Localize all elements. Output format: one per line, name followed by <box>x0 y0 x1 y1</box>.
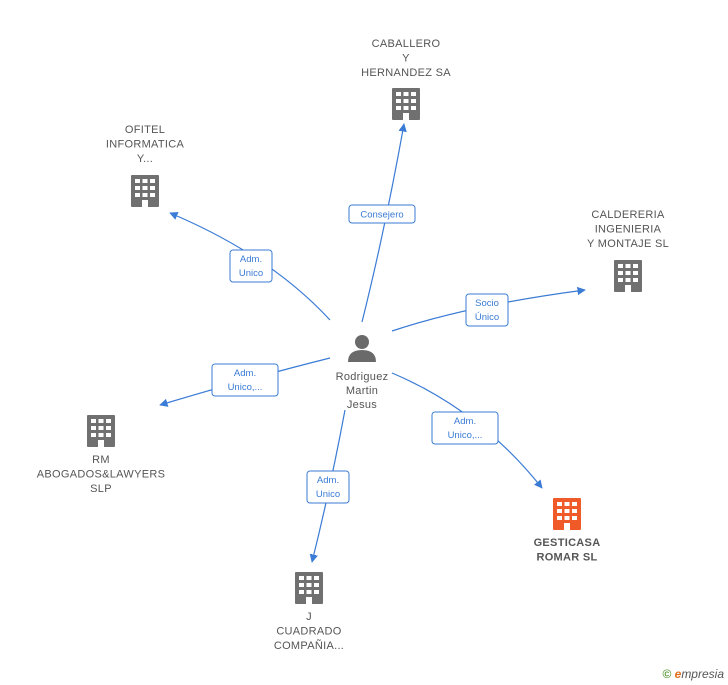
building-icon <box>553 498 581 530</box>
edge-label-ofitel[interactable]: Adm. Unico <box>229 249 273 283</box>
building-icon <box>131 175 159 207</box>
center-person-name: Rodriguez <box>336 371 389 383</box>
company-name-line: ROMAR SL <box>536 552 597 564</box>
edge-label-gesticasa[interactable]: Adm. Unico,... <box>431 411 499 445</box>
building-icon <box>392 88 420 120</box>
company-node-jcuadrado[interactable]: J CUADRADOCOMPAÑIA... <box>274 572 344 652</box>
copyright-icon: © <box>662 667 672 681</box>
edge-label-box <box>306 470 350 504</box>
company-node-caldereria[interactable]: CALDERERIA INGENIERIA Y MONTAJE SL <box>587 209 669 292</box>
company-node-rm[interactable]: RM ABOGADOS&LAWYERS SLP <box>37 415 165 495</box>
edge-label-box <box>431 411 499 445</box>
company-name-line: CABALLERO <box>372 38 441 50</box>
person-icon <box>348 335 376 362</box>
company-name-line: Y <box>402 53 410 65</box>
building-icon <box>87 415 115 447</box>
brand-logo-e: e <box>674 667 682 681</box>
company-name-line: RM <box>92 454 110 466</box>
company-node-caballero[interactable]: CABALLERO Y HERNANDEZ SA <box>361 38 451 120</box>
building-icon <box>295 572 323 604</box>
edge-label-text: Consejero <box>360 210 403 221</box>
edge-to-caballero <box>361 123 407 323</box>
company-name-line: SLP <box>90 483 112 495</box>
building-icon <box>614 260 642 292</box>
edge-label-text: Adm. <box>317 475 339 486</box>
edges-layer <box>159 123 586 563</box>
company-name-line: Y MONTAJE SL <box>587 238 669 250</box>
edge-label-rm[interactable]: Adm. Unico,... <box>211 363 279 397</box>
edge-label-jcuadrado[interactable]: Adm. Unico <box>306 470 350 504</box>
company-name-line: HERNANDEZ SA <box>361 67 451 79</box>
edge-label-text: Unico,... <box>228 382 263 393</box>
edge-label-text: Unico <box>239 268 263 279</box>
company-node-ofitel[interactable]: OFITEL INFORMATICA Y... <box>106 124 185 207</box>
company-name-line: INGENIERIA <box>595 224 662 236</box>
company-name-line: CUADRADO <box>276 626 341 638</box>
edge-label-box <box>229 249 273 283</box>
center-person-name: Jesus <box>347 399 377 411</box>
edge-label-box <box>348 204 416 224</box>
company-name-line: OFITEL <box>125 124 165 136</box>
edge-labels-layer: ConsejeroAdm.UnicoSocioÚnicoAdm.Unico,..… <box>211 204 509 504</box>
edge-label-text: Adm. <box>240 254 262 265</box>
edge-label-text: Unico,... <box>448 430 483 441</box>
edge-label-caballero[interactable]: Consejero <box>348 204 416 224</box>
center-person-name: Martin <box>346 385 378 397</box>
edge-label-text: Adm. <box>454 416 476 427</box>
company-name-line: INFORMATICA <box>106 139 185 151</box>
company-name-line: ABOGADOS&LAWYERS <box>37 469 165 481</box>
edge-label-text: Unico <box>316 489 340 500</box>
edge-label-box <box>465 293 509 327</box>
company-name-line: Y... <box>137 153 153 165</box>
brand-name: mpresia <box>681 667 724 681</box>
company-node-gesticasa[interactable]: GESTICASA ROMAR SL <box>534 498 601 564</box>
edge-label-text: Adm. <box>234 368 256 379</box>
company-name-line: J <box>306 611 312 623</box>
company-name-line: GESTICASA <box>534 537 601 549</box>
company-name-line: COMPAÑIA... <box>274 639 344 652</box>
edge-label-box <box>211 363 279 397</box>
edge-label-text: Único <box>475 312 499 323</box>
footer-brand: © empresia <box>662 667 724 681</box>
company-name-line: CALDERERIA <box>591 209 665 221</box>
edge-label-text: Socio <box>475 298 499 309</box>
